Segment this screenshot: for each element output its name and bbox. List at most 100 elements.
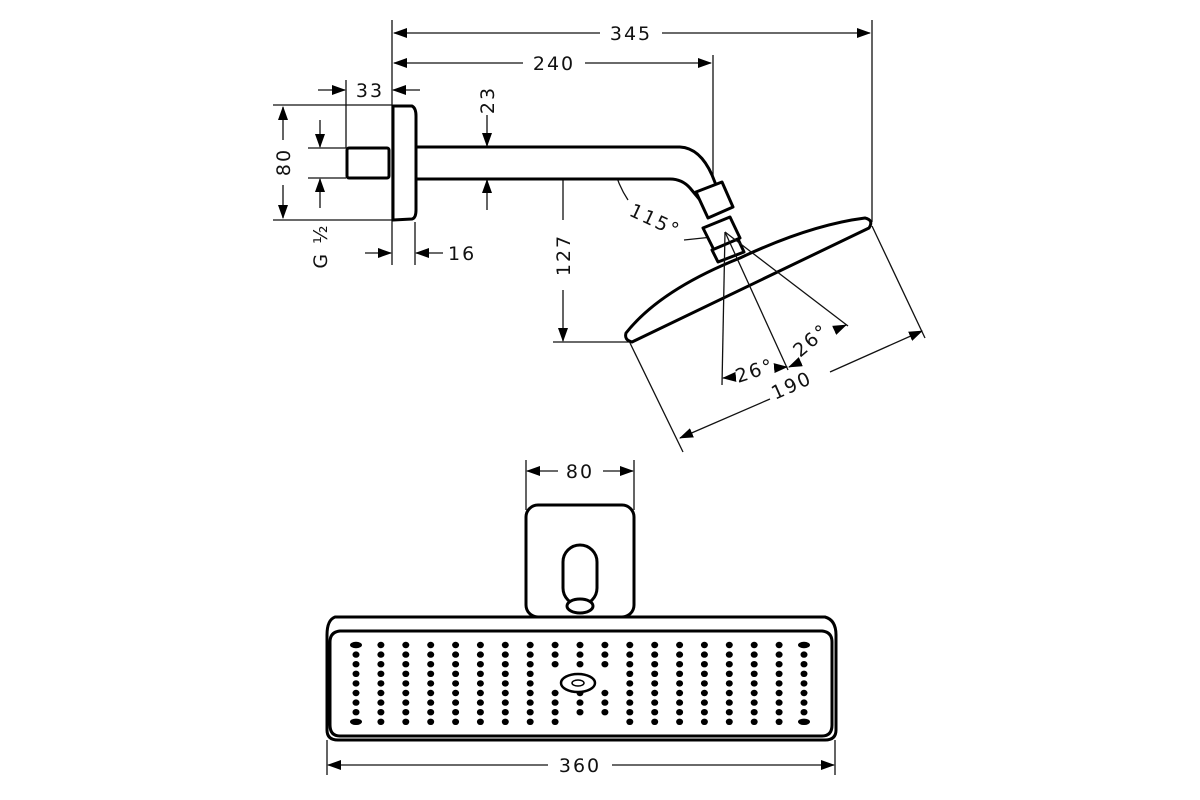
nozzle-dot: [551, 641, 559, 649]
nozzle-dot: [452, 718, 460, 725]
nozzle-dot: [775, 699, 783, 706]
nozzle-dot: [676, 651, 684, 658]
nozzle-dot: [601, 641, 609, 649]
nozzle-dot: [775, 709, 783, 716]
dimension-127: 127: [553, 163, 575, 342]
nozzle-dot: [377, 651, 385, 658]
nozzle-dot: [601, 661, 609, 668]
nozzle-dot: [501, 651, 509, 658]
nozzle-dot: [626, 661, 634, 668]
nozzle-dot: [526, 641, 534, 649]
dim-label-80-side: 80: [273, 148, 295, 176]
nozzle-dot: [402, 680, 410, 687]
nozzle-dot: [427, 699, 435, 706]
nozzle-dot: [526, 651, 534, 658]
nozzle-dot: [700, 651, 708, 658]
nozzle-dot: [626, 689, 634, 697]
wall-plate-front: [524, 503, 636, 619]
nozzle-dot: [651, 661, 659, 668]
nozzle-dot: [551, 651, 559, 658]
nozzle-dot: [427, 641, 435, 649]
nozzle-dot: [700, 670, 708, 677]
nozzle-dot: [775, 641, 783, 649]
nozzle-dot: [452, 661, 460, 668]
nozzle-dot: [402, 670, 410, 677]
nozzle-dot: [651, 689, 659, 697]
nozzle-dot: [452, 699, 460, 706]
shower-head-front: [325, 615, 838, 742]
nozzle-dot: [427, 651, 435, 658]
dim-label-115: 115°: [626, 200, 684, 243]
nozzle-dot: [452, 670, 460, 677]
nozzle-dot: [501, 641, 509, 649]
nozzle-dot: [700, 689, 708, 697]
nozzle-dot: [476, 689, 484, 697]
front-view: 80 360: [325, 460, 838, 777]
nozzle-dot: [676, 689, 684, 697]
nozzle-dot: [775, 680, 783, 687]
dimension-80-front: 80: [525, 460, 635, 510]
dim-label-80-front: 80: [566, 461, 594, 483]
nozzle-dot: [651, 670, 659, 677]
nozzle-dot: [476, 680, 484, 687]
nozzle-dot: [526, 670, 534, 677]
nozzle-dot: [476, 641, 484, 649]
nozzle-dot: [427, 718, 435, 725]
nozzle-dot: [750, 709, 758, 716]
dimension-33: 33: [318, 80, 420, 102]
nozzle-dot: [750, 641, 758, 649]
dim-label-360: 360: [559, 755, 601, 777]
nozzle-dot: [676, 641, 684, 649]
nozzle-dot: [452, 689, 460, 697]
dimension-240: 240: [393, 53, 712, 75]
nozzle-dot: [352, 651, 360, 658]
dimension-thread: G ½: [310, 120, 332, 269]
nozzle-dot: [427, 661, 435, 668]
nozzle-dot: [750, 651, 758, 658]
nozzle-dot: [676, 699, 684, 706]
nozzle-dot: [526, 689, 534, 697]
nozzle-dot: [800, 661, 808, 668]
nozzle-dot: [775, 651, 783, 658]
nozzle-dot: [725, 661, 733, 668]
nozzle-dot: [452, 641, 460, 649]
nozzle-dot: [601, 699, 609, 706]
nozzle-dot: [775, 670, 783, 677]
nozzle-dot: [402, 651, 410, 658]
nozzle-dot: [551, 718, 559, 725]
dim-label-33: 33: [356, 80, 384, 102]
nozzle-dot: [626, 670, 634, 677]
dim-label-thread: G ½: [310, 223, 332, 268]
spray-angle-lines: [721, 231, 849, 386]
dim-label-127: 127: [553, 234, 575, 276]
nozzle-dot: [651, 699, 659, 706]
nozzle-dot: [725, 689, 733, 697]
nozzle-dot: [526, 661, 534, 668]
nozzle-dot: [377, 699, 385, 706]
nozzle-dot: [501, 661, 509, 668]
center-nozzle: [571, 679, 585, 687]
nozzle-dot: [576, 661, 584, 668]
nozzle-dot: [501, 670, 509, 677]
nozzle-dot: [350, 641, 362, 649]
dim-label-16: 16: [448, 243, 476, 265]
nozzle-dot: [452, 680, 460, 687]
nozzle-dot: [402, 718, 410, 725]
dimension-80-side: 80: [273, 106, 295, 219]
nozzle-dot: [651, 641, 659, 649]
nozzle-dot: [700, 641, 708, 649]
dimension-26-right: 26°: [788, 319, 847, 368]
nozzle-dot: [427, 680, 435, 687]
nozzle-dot: [476, 670, 484, 677]
nozzle-dot: [725, 718, 733, 725]
nozzle-dot: [377, 641, 385, 649]
nozzle-dot: [427, 709, 435, 716]
nozzle-dot: [800, 680, 808, 687]
side-view: 345 240 33 80 G ½ 16: [273, 20, 926, 453]
nozzle-dot: [402, 699, 410, 706]
nozzle-dot: [601, 709, 609, 716]
nozzle-dot: [352, 661, 360, 668]
dim-label-26-right: 26°: [789, 319, 834, 361]
nozzle-dot: [651, 718, 659, 725]
